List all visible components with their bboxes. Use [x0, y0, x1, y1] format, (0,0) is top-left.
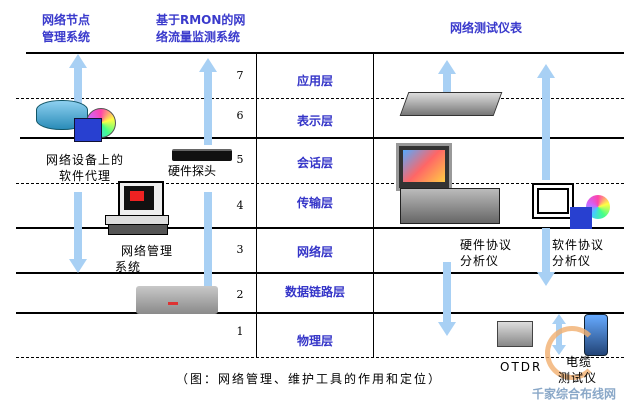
label-line: 网络管理 — [121, 244, 174, 258]
watermark-logo — [545, 326, 599, 380]
label-line: 网络设备上的 — [45, 153, 124, 167]
column-divider — [256, 53, 257, 357]
arrow-shaft — [204, 71, 212, 145]
rmon-device-icon — [136, 286, 218, 314]
label-line: 测试仪 — [558, 371, 598, 385]
layer-number: 5 — [236, 153, 244, 166]
portable-analyzer-screen-icon — [396, 143, 452, 191]
layer-number: 2 — [236, 288, 244, 301]
label-software-agent: 网络设备上的 软件代理 — [39, 152, 131, 184]
label-otdr: OTDR — [500, 360, 543, 374]
arrow-shaft — [443, 262, 451, 322]
divider — [16, 227, 624, 229]
divider — [20, 137, 624, 139]
arrow-shaft — [542, 77, 550, 180]
label-line: 分析仪 — [552, 254, 592, 268]
keyboard-icon — [108, 224, 168, 235]
layer-name: 数据链路层 — [284, 285, 345, 299]
layer-name: 网络层 — [296, 245, 333, 259]
layer-number: 4 — [236, 199, 244, 212]
arrow-shaft — [74, 67, 82, 107]
arrow-down-icon — [438, 322, 456, 336]
layer-name: 物理层 — [296, 334, 333, 348]
arrow-shaft — [74, 192, 82, 260]
arrow-shaft — [443, 73, 451, 93]
header-line: 络流量监测系统 — [156, 30, 241, 44]
label-line: 软件协议 — [552, 238, 605, 252]
header-node-mgmt: 网络节点 管理系统 — [42, 12, 90, 46]
label-line: 电缆 — [566, 355, 593, 369]
layer-name: 传输层 — [296, 196, 333, 210]
divider — [16, 272, 624, 274]
software-analyzer-monitor-icon — [532, 183, 574, 219]
header-line: 网络节点 — [42, 13, 91, 27]
divider — [16, 98, 624, 99]
label-nms: 网络管理 系统 — [115, 243, 174, 275]
label-hardware-analyzer: 硬件协议 分析仪 — [460, 237, 512, 269]
arrow-shaft — [204, 192, 212, 290]
floppy-disk-icon — [74, 118, 102, 142]
label-software-analyzer: 软件协议 分析仪 — [552, 237, 604, 269]
otdr-icon — [497, 321, 533, 347]
label-line: 系统 — [115, 260, 142, 274]
arrow-down-icon — [69, 259, 87, 273]
arrow-up-icon — [552, 314, 566, 324]
arrow-up-icon — [69, 54, 87, 68]
header-line: 管理系统 — [42, 30, 91, 44]
computer-icon — [118, 181, 164, 219]
label-line: 软件代理 — [58, 169, 111, 183]
arrow-up-icon — [537, 64, 555, 78]
label-line: 硬件协议 — [460, 238, 513, 252]
layer-number: 7 — [236, 69, 244, 82]
portable-analyzer-body-icon — [400, 188, 500, 224]
floppy-disk-icon — [570, 207, 592, 229]
layer-name: 表示层 — [296, 114, 333, 128]
arrow-up-icon — [199, 58, 217, 72]
column-divider — [373, 53, 374, 357]
label-hardware-probe: 硬件探头 — [168, 164, 217, 178]
arrow-up-icon — [438, 60, 456, 74]
layer-name: 会话层 — [296, 156, 333, 170]
layer-name: 应用层 — [296, 74, 333, 88]
label-line: 分析仪 — [460, 254, 500, 268]
header-line: 基于RMON的网 — [156, 13, 246, 27]
label-cable-tester: 电缆 测试仪 — [558, 354, 597, 386]
arrow-down-icon — [537, 272, 555, 286]
divider — [26, 52, 624, 54]
network-tester-icon — [399, 92, 503, 116]
hardware-probe-icon — [172, 149, 232, 161]
arrow-shaft — [542, 228, 550, 273]
caption: （图：网络管理、维护工具的作用和定位） — [176, 372, 443, 386]
divider — [16, 312, 624, 314]
divider — [16, 357, 624, 358]
watermark: 千家综合布线网 — [532, 387, 617, 401]
layer-number: 6 — [236, 109, 244, 122]
header-testers: 网络测试仪表 — [450, 21, 523, 35]
header-rmon: 基于RMON的网 络流量监测系统 — [156, 12, 245, 46]
divider — [16, 183, 624, 184]
layer-number: 3 — [236, 243, 244, 256]
layer-number: 1 — [236, 325, 244, 338]
